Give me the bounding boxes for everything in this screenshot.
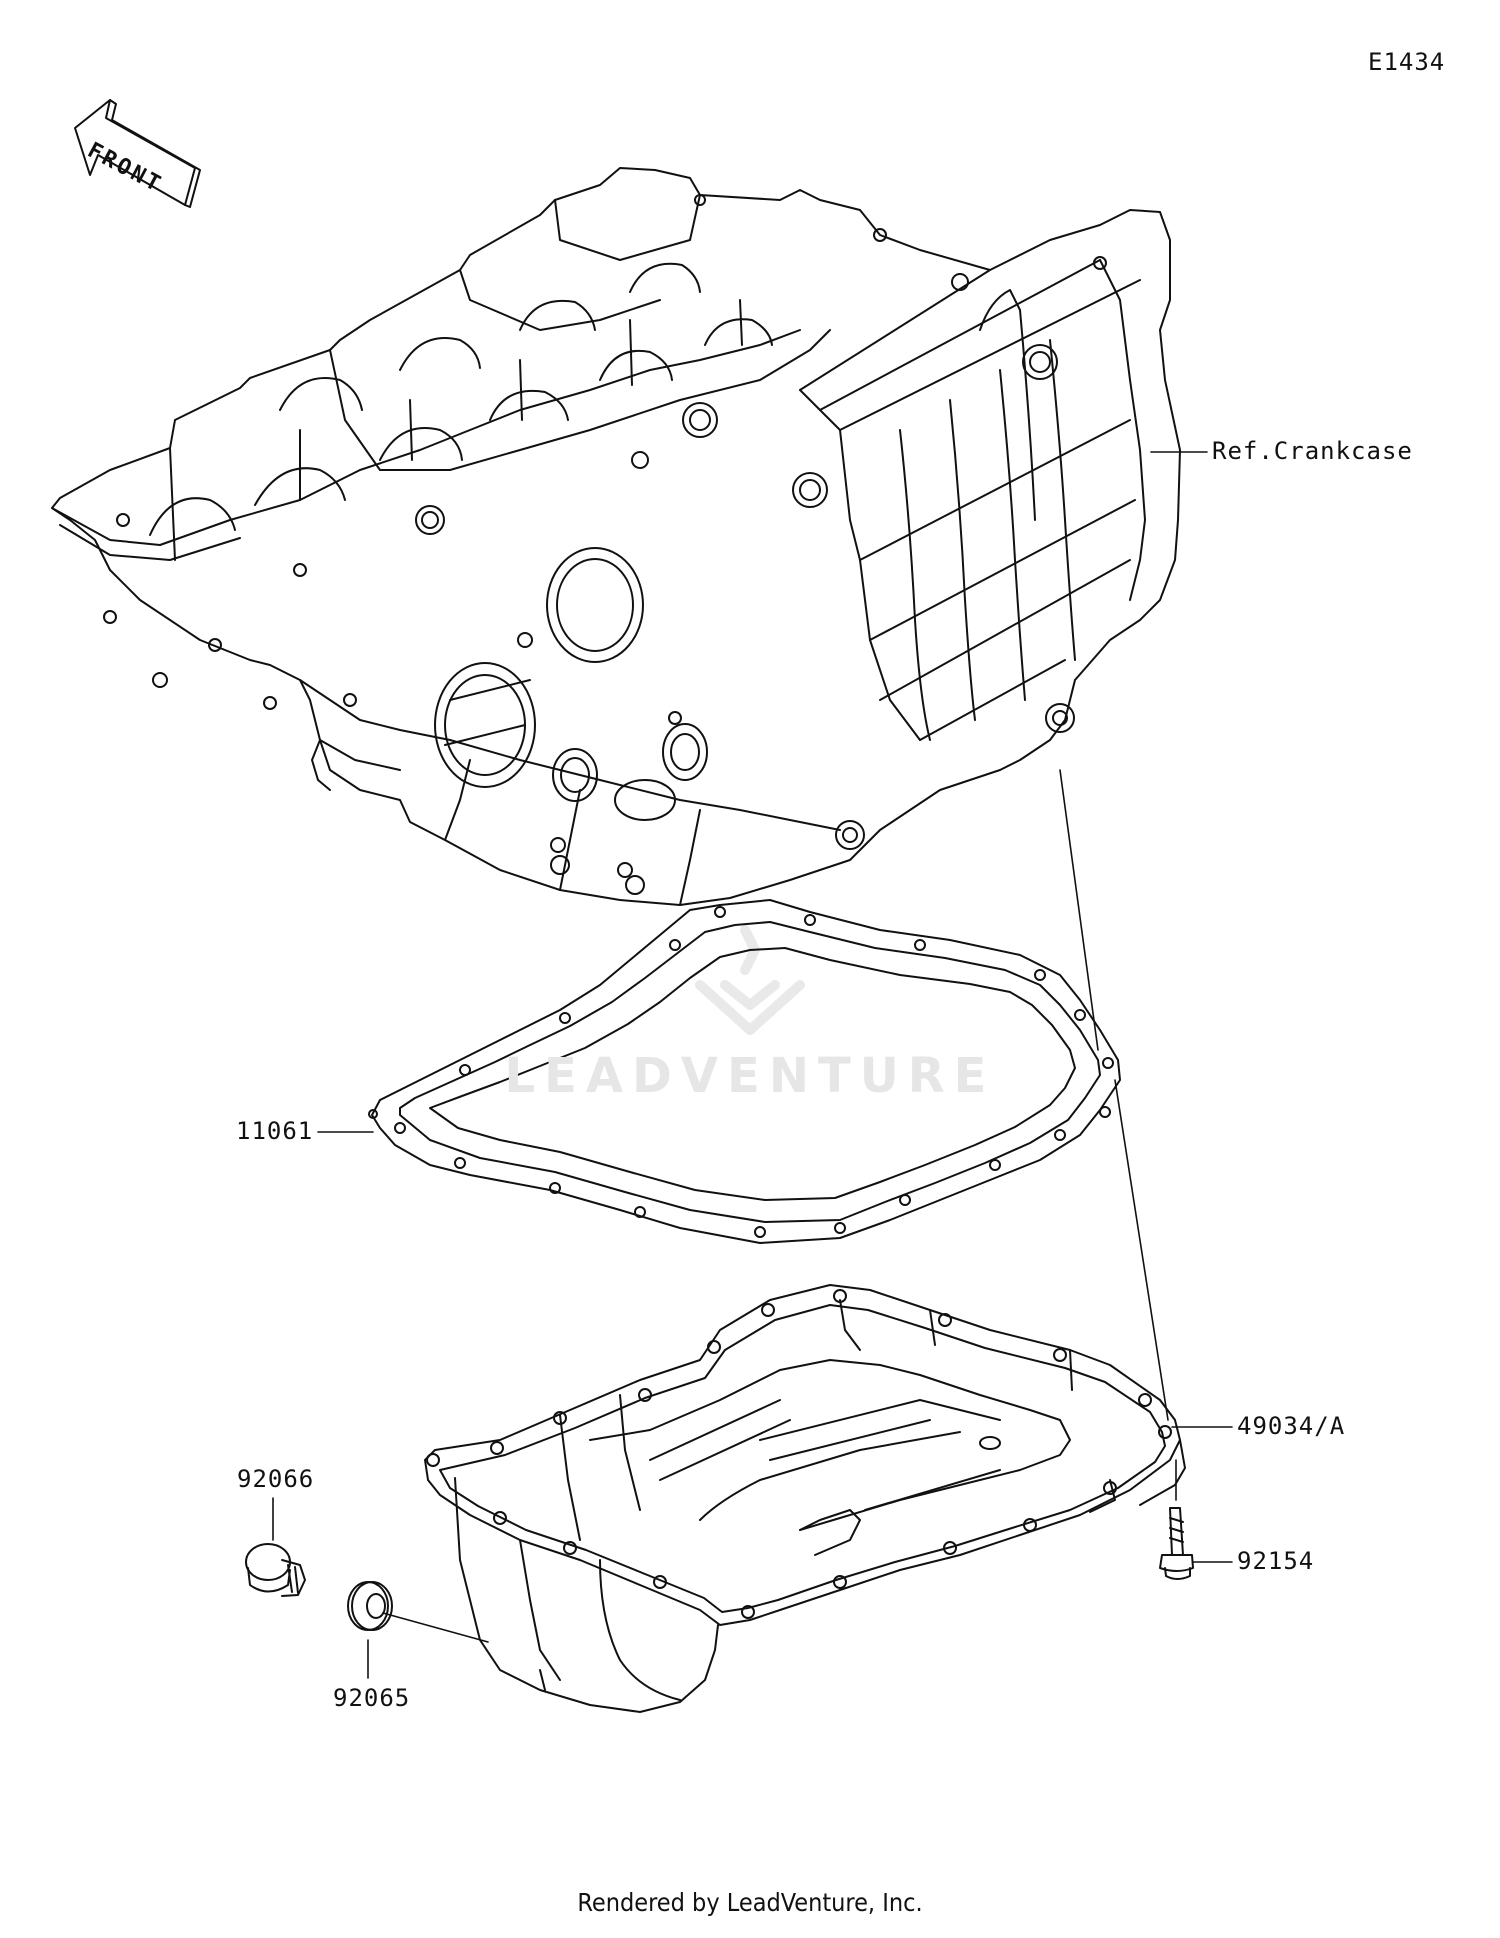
watermark-logo xyxy=(695,925,805,1035)
diagram-code: E1434 xyxy=(1368,48,1446,76)
leader-lines xyxy=(272,451,1233,1679)
callout-crankcase[interactable]: Ref.Crankcase xyxy=(1212,437,1413,465)
crankcase-drawing xyxy=(51,167,1181,906)
callout-bolt[interactable]: 92154 xyxy=(1237,1547,1315,1575)
callout-drain-plug[interactable]: 92066 xyxy=(237,1465,315,1493)
callout-washer[interactable]: 92065 xyxy=(333,1684,411,1712)
alignment-line-upper xyxy=(1059,769,1099,1051)
footer-credit: Rendered by LeadVenture, Inc. xyxy=(577,1888,923,1917)
alignment-line-lower xyxy=(1114,1079,1169,1421)
leader-washer-pan xyxy=(382,1612,489,1643)
front-arrow-icon xyxy=(74,99,201,208)
washer-drawing xyxy=(347,1581,393,1631)
drain-plug-drawing xyxy=(245,1543,306,1597)
callout-oil-pan[interactable]: 49034/A xyxy=(1237,1412,1346,1440)
oil-pan-drawing xyxy=(424,1284,1186,1713)
bolt-drawing xyxy=(1159,1507,1194,1580)
gasket-drawing xyxy=(368,899,1121,1244)
callout-gasket[interactable]: 11061 xyxy=(236,1117,314,1145)
watermark: LEADVENTURE xyxy=(504,1048,996,1104)
